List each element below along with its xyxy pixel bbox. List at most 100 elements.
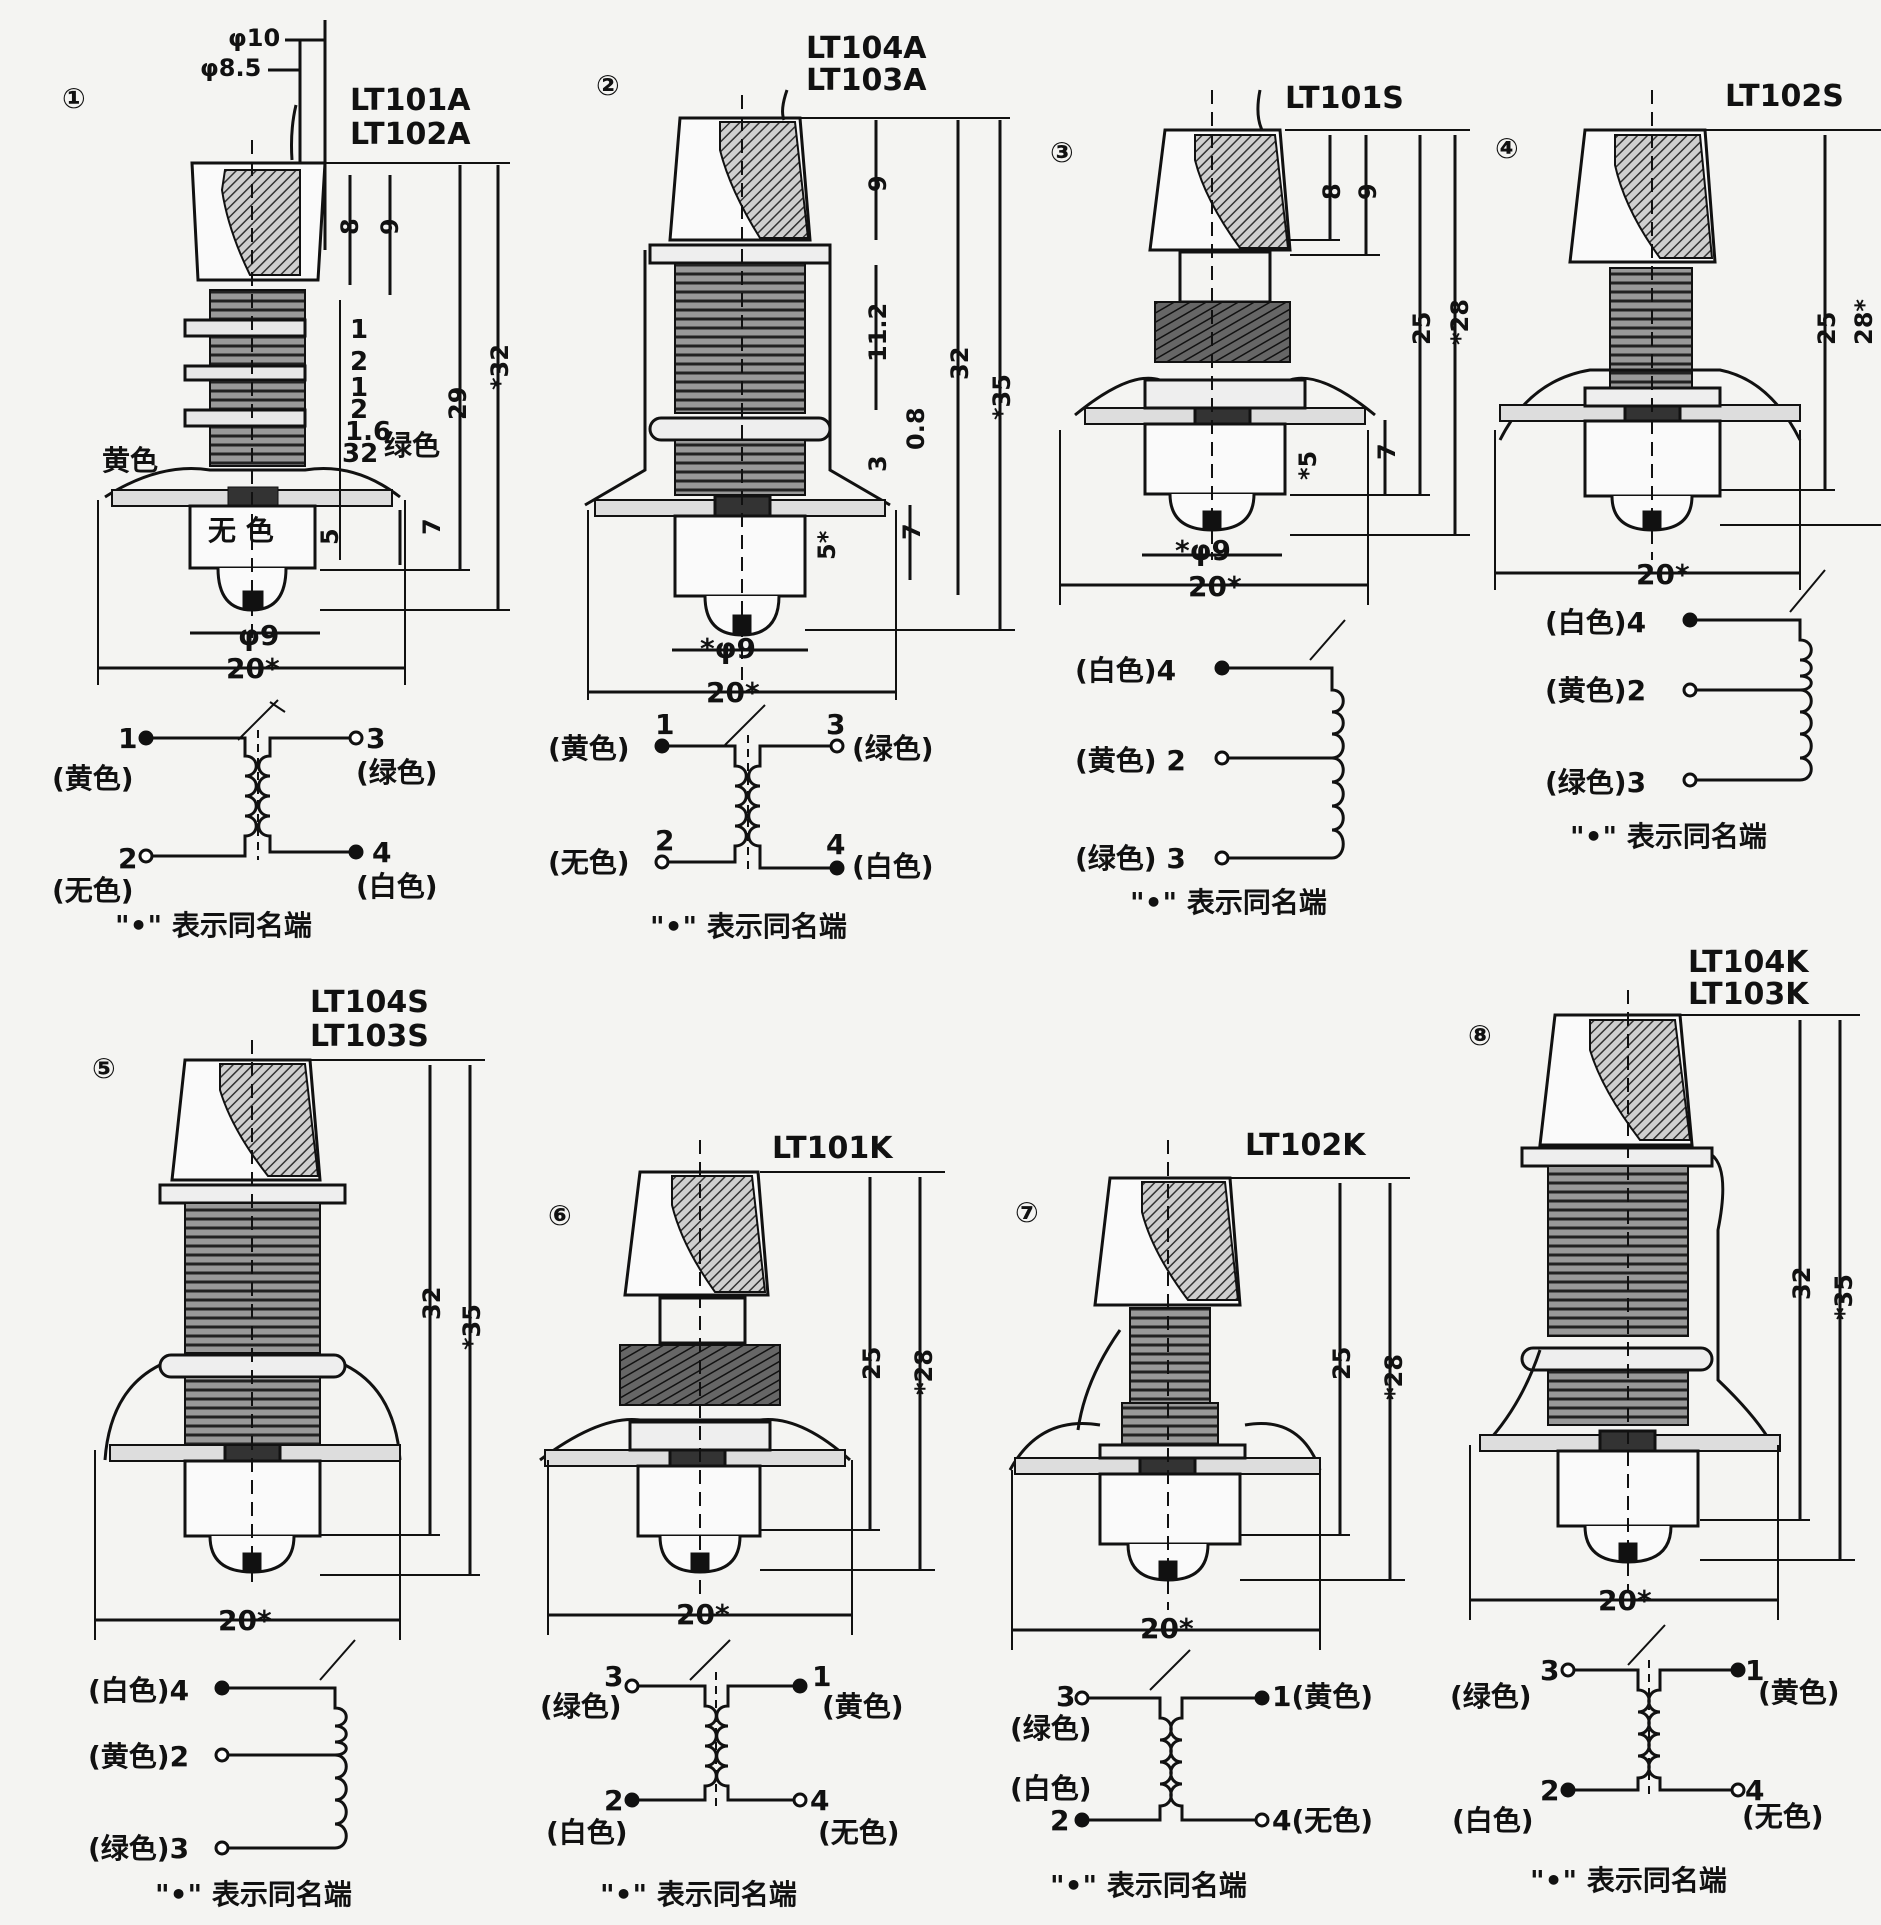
seg-6: 32 (342, 439, 378, 469)
dim-8: 8 (336, 218, 364, 235)
side-label-yellow: 黄色 (102, 444, 158, 477)
schematic-8 (1560, 1624, 1746, 1798)
seg-4: 2 (350, 395, 368, 425)
pin-4: (白色)4 (1545, 606, 1646, 639)
dim-0-8: 0.8 (902, 407, 930, 450)
pin-1-color: (黄色) (52, 762, 134, 795)
index-4: ④ (1495, 132, 1519, 165)
model-lt103a: LT103A (806, 63, 927, 98)
dim-width-5: 20* (218, 1604, 272, 1637)
dim-width-8: 20* (1598, 1584, 1652, 1617)
pin-2: (黄色)2 (88, 1740, 189, 1773)
note-3: "•" 表示同名端 (1130, 886, 1327, 919)
diagram-6: ⑥ LT101K 25 *28 20* 3 (绿色) 1 (539, 1131, 945, 1911)
pin-4: 4 (1745, 1774, 1764, 1807)
dim-3: 3 (864, 455, 892, 472)
dim-width-4: 20* (1636, 558, 1690, 591)
note-4: "•" 表示同名端 (1570, 820, 1767, 853)
pin-3-color: (绿色) (1010, 1712, 1092, 1745)
dim-25: 25 (1408, 312, 1436, 345)
schematic-6 (624, 1639, 808, 1808)
note-1: "•" 表示同名端 (115, 909, 312, 942)
index-3: ③ (1050, 136, 1074, 169)
pin-2-color: (白色) (1452, 1804, 1534, 1837)
pin-4: 4(无色) (1272, 1804, 1373, 1837)
note-2: "•" 表示同名端 (650, 910, 847, 943)
diagram-3: ③ LT101S 8 9 25 *28 7 *5 *φ9 20* (1050, 81, 1474, 919)
pin-3: (绿色) 3 (1075, 842, 1186, 875)
seg-3: 1 (350, 373, 368, 403)
dim-25: 25 (1328, 1347, 1356, 1380)
dim-32: 32 (946, 347, 974, 380)
pin-4-color: (白色) (356, 870, 438, 903)
dim-5: *5 (1294, 451, 1322, 480)
dim-28: *28 (1380, 1354, 1408, 1400)
pin-2-color: (无色) (52, 874, 134, 907)
pin-3: 3 (366, 722, 385, 755)
model-lt103k: LT103K (1688, 977, 1810, 1012)
base-text-1: 无 色 (208, 514, 274, 547)
index-2: ② (596, 69, 620, 102)
pin-2: 2 (1050, 1804, 1069, 1837)
pin-1: 1(黄色) (1272, 1680, 1373, 1713)
dim-9: 9 (864, 175, 892, 192)
index-5: ⑤ (92, 1052, 116, 1085)
pin-2: 2 (655, 824, 674, 857)
dim-width-7: 20* (1140, 1612, 1194, 1645)
index-8: ⑧ (1468, 1019, 1492, 1052)
pin-3-color: (绿色) (1450, 1680, 1532, 1713)
diagram-1: ① φ10 φ8.5 LT101A LT102A 无 色 黄色 绿色 8 9 (52, 20, 514, 942)
pin-3: (绿色)3 (88, 1832, 189, 1865)
model-lt101s: LT101S (1285, 81, 1404, 116)
dim-width-1: 20* (226, 652, 280, 685)
pin-4-color: (无色) (818, 1816, 900, 1849)
dim-8: 8 (1318, 183, 1346, 200)
dim-9: 9 (376, 218, 404, 235)
index-6: ⑥ (548, 1199, 572, 1232)
dim-5: 5* (813, 530, 841, 560)
model-lt104a: LT104A (806, 31, 927, 66)
dim-dia-1: φ9 (238, 619, 279, 652)
pin-2: (黄色)2 (1545, 674, 1646, 707)
pin-4-color: (无色) (1742, 1800, 1824, 1833)
pin-3-color: (绿色) (356, 756, 438, 789)
model-lt102k: LT102K (1245, 1128, 1367, 1163)
pin-1: 1 (812, 1660, 831, 1693)
model-lt102s: LT102S (1725, 79, 1844, 114)
note-7: "•" 表示同名端 (1050, 1869, 1247, 1902)
schematic-4 (1682, 569, 1826, 788)
dim-25: 25 (1813, 312, 1841, 345)
dim-11-2: 11.2 (864, 303, 892, 362)
model-lt103s: LT103S (310, 1019, 429, 1054)
pin-2: 2 (118, 842, 137, 875)
pin-3: 3 (826, 708, 845, 741)
dim-phi10: φ10 (228, 24, 280, 52)
pin-2: (黄色) 2 (1075, 744, 1186, 777)
dim-7: 7 (898, 523, 926, 540)
model-lt101k: LT101K (772, 1131, 894, 1166)
pin-4: 4 (810, 1784, 829, 1817)
pin-3-color: (绿色) (540, 1690, 622, 1723)
pin-1: 1 (118, 722, 137, 755)
pin-4: (白色)4 (1075, 654, 1176, 687)
index-7: ⑦ (1015, 1196, 1039, 1229)
pin-1: 1 (1745, 1654, 1764, 1687)
diagram-5: ⑤ LT104S LT103S 32 *35 20* (白色)4 (黄色)2 (… (88, 985, 486, 1911)
pin-2-color: (白色) (546, 1816, 628, 1849)
diagram-4: ④ LT102S 25 28* 20* (白色)4 (黄色)2 (绿色)3 "•… (1494, 79, 1881, 853)
index-1: ① (62, 82, 86, 115)
pin-1: 1 (655, 708, 674, 741)
dim-7: 7 (1373, 443, 1401, 460)
pin-1-color: (黄色) (1758, 1676, 1840, 1709)
dim-7: 7 (418, 518, 446, 535)
pin-3-color: (绿色) (852, 732, 934, 765)
model-lt102a: LT102A (350, 117, 471, 152)
pin-4-color: (白色) (852, 850, 934, 883)
schematic-3 (1214, 619, 1346, 866)
seg-1: 1 (350, 315, 368, 345)
dim-width-3: 20* (1188, 570, 1242, 603)
pin-4: (白色)4 (88, 1674, 189, 1707)
diagram-7: ⑦ LT102K 25 *28 20* 3 (绿色) 1(黄色) (1008, 1128, 1410, 1902)
